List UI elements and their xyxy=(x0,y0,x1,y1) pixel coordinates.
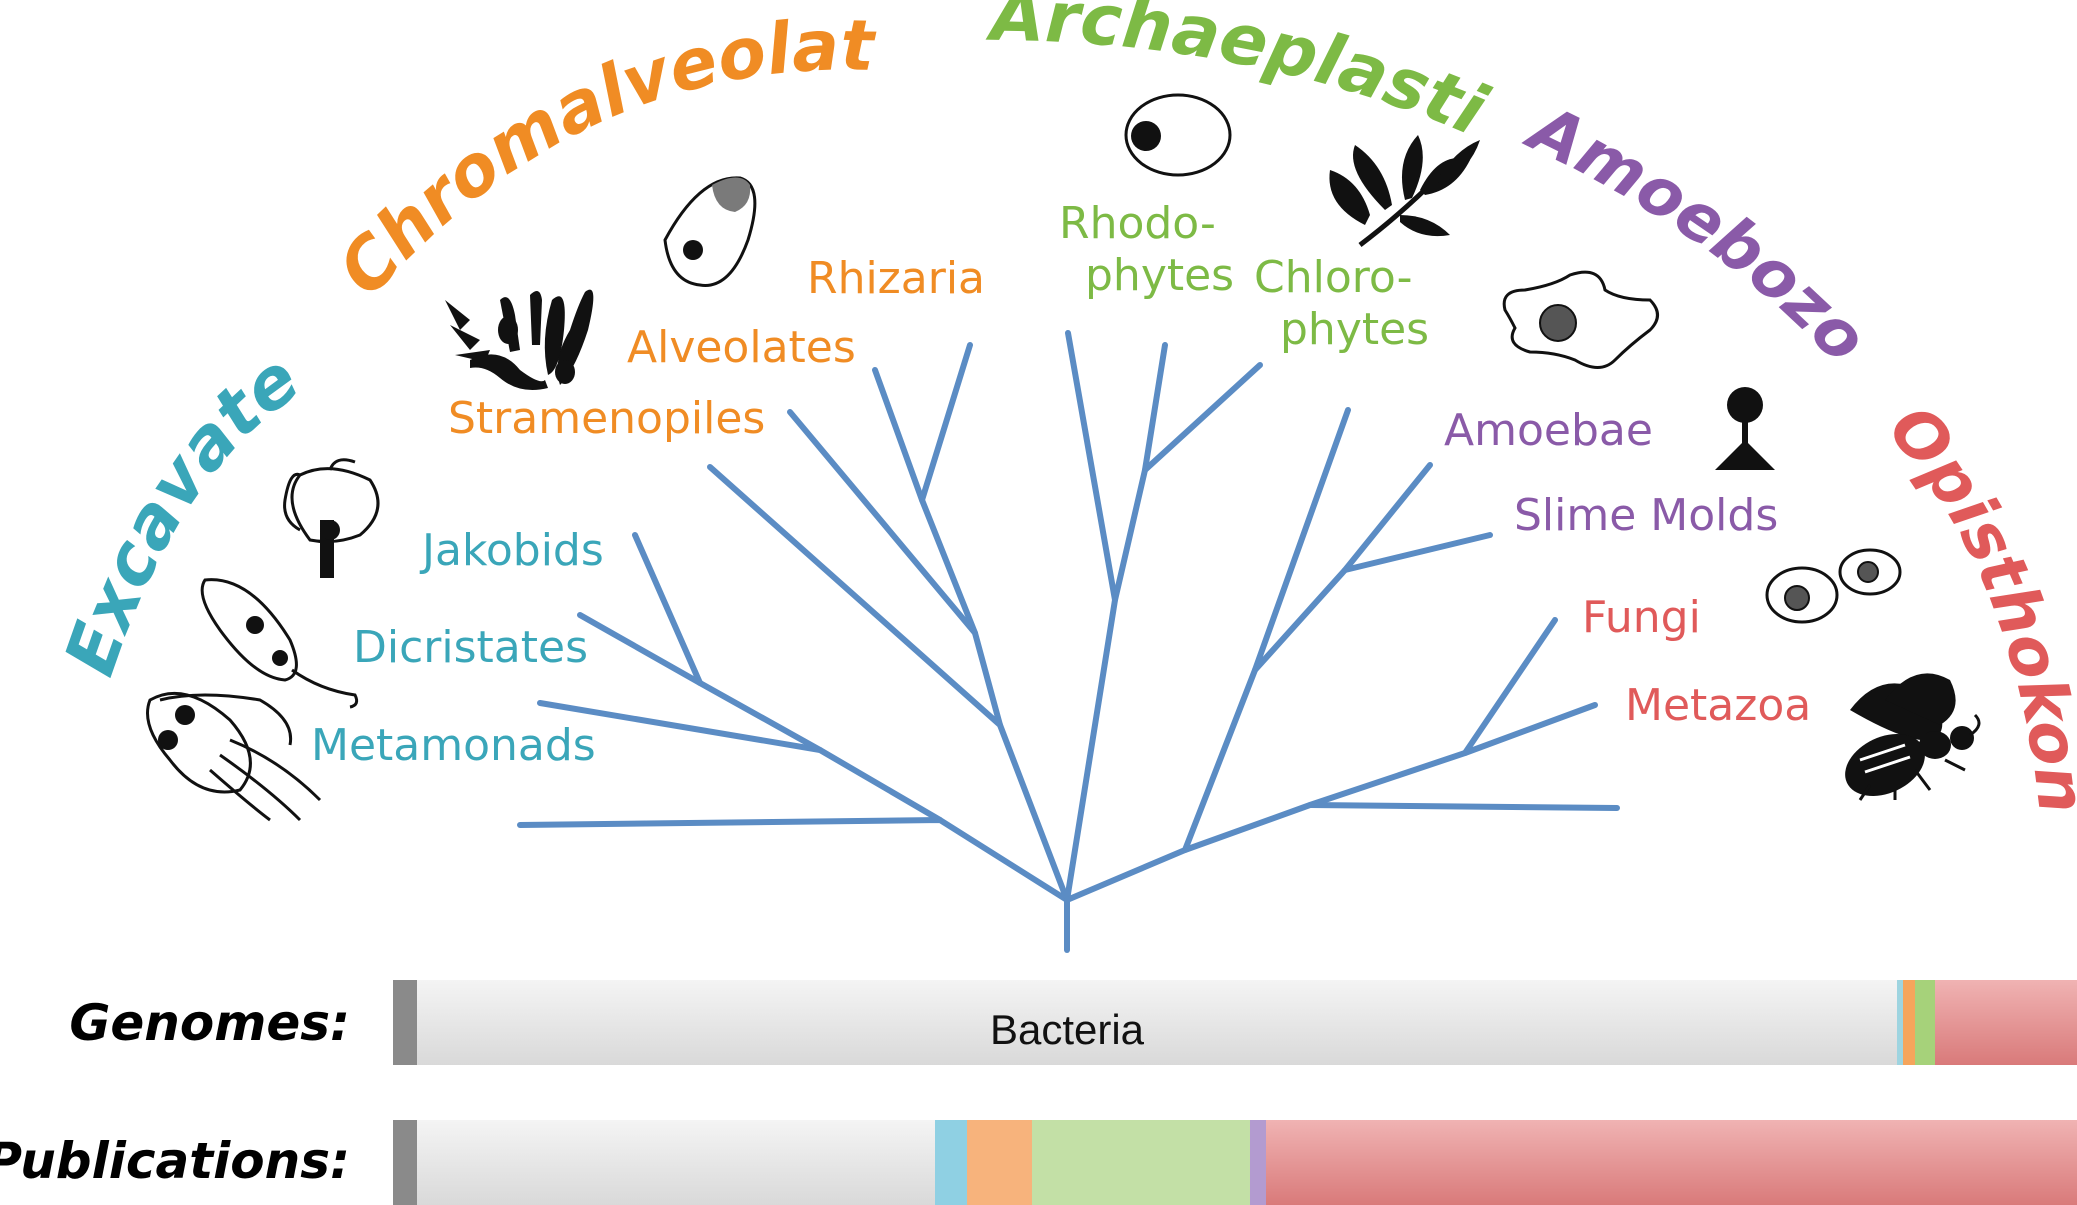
ciliate-icon xyxy=(665,178,755,286)
red-algal-cell-icon xyxy=(1126,95,1230,175)
label-metamonads: Metamonads xyxy=(311,720,596,771)
slime-mold-icon xyxy=(1715,387,1775,470)
genomes-bar-excavates-segment xyxy=(1897,980,1903,1065)
publications-bar xyxy=(393,1120,2077,1205)
publications-bar-archaea-segment xyxy=(393,1120,417,1205)
label-amoebae: Amoebae xyxy=(1444,405,1653,456)
giardia-icon xyxy=(148,693,321,820)
supergroup-chromalveolates: Chromalveolates xyxy=(0,0,877,311)
bee-icon xyxy=(1835,673,1979,808)
genomes-bar-chromalveolates-segment xyxy=(1903,980,1915,1065)
label-rhodophytes-line1: Rhodo- xyxy=(1059,198,1216,249)
label-chlorophytes-line2: phytes xyxy=(1280,304,1429,355)
kelp-icon xyxy=(445,290,593,390)
label-jakobids: Jakobids xyxy=(419,525,604,576)
label-stramenopiles: Stramenopiles xyxy=(448,393,765,444)
supergroup-excavates: Excavates xyxy=(0,0,314,685)
label-alveolates: Alveolates xyxy=(627,322,856,373)
label-fungi: Fungi xyxy=(1582,592,1701,643)
yeast-icon xyxy=(1767,550,1900,622)
genomes-bar: Bacteria xyxy=(393,980,2077,1065)
supergroup-amoebozoa: Amoebozoa xyxy=(0,0,1883,378)
label-rhodophytes-line2: phytes xyxy=(1085,250,1234,301)
label-metazoa: Metazoa xyxy=(1625,680,1811,731)
label-rhizaria: Rhizaria xyxy=(807,253,985,304)
label-slime-molds: Slime Molds xyxy=(1514,490,1778,541)
euglenid-icon xyxy=(202,580,357,707)
publications-bar-chromalveolates-segment xyxy=(967,1120,1032,1205)
publications-bar-opisthokonts-segment xyxy=(1266,1120,2077,1205)
genomes-bar-archaea-segment xyxy=(393,980,417,1065)
publications-row-label: Publications: xyxy=(0,1132,350,1190)
genomes-bar-bacteria-segment xyxy=(393,980,2077,1065)
publications-bar-archaeplastida-segment xyxy=(1032,1120,1250,1205)
leaf-icon xyxy=(1329,135,1480,245)
flagellate-icon xyxy=(285,460,378,578)
genomes-bar-archaeplastida-segment xyxy=(1915,980,1935,1065)
publications-bar-amoebozoa-segment xyxy=(1250,1120,1266,1205)
bacteria-label: Bacteria xyxy=(990,1006,1145,1053)
label-chlorophytes-line1: Chloro- xyxy=(1254,252,1413,303)
genomes-bar-opisthokonts-segment xyxy=(1935,980,2077,1065)
label-dicristates: Dicristates xyxy=(353,622,588,673)
amoeba-icon xyxy=(1504,272,1657,367)
genomes-row-label: Genomes: xyxy=(69,994,350,1052)
publications-bar-excavates-segment xyxy=(935,1120,967,1205)
